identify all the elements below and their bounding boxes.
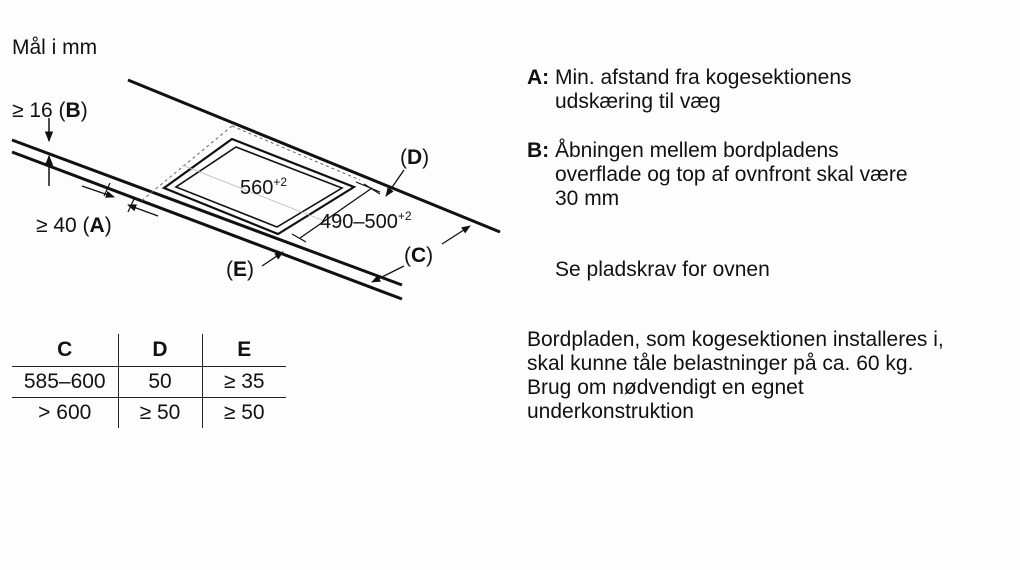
table-row: 585–600 50 ≥ 35	[12, 366, 286, 398]
dim-E-arrow	[261, 251, 284, 267]
dim-C-arrow-top	[441, 225, 471, 245]
cutout-projection-line	[231, 125, 361, 181]
dim-A-tick	[103, 182, 111, 197]
dim-D-leader	[385, 169, 405, 197]
table-cell: ≥ 50	[117, 397, 202, 428]
table-row: > 600 ≥ 50 ≥ 50	[12, 397, 286, 428]
table-cell: ≥ 35	[201, 366, 286, 398]
worktop-front-edge-top	[11, 138, 403, 287]
dim-A-tick	[127, 198, 135, 213]
cutout-projection-line	[139, 125, 233, 203]
legend-item-A: A: Min. afstand fra kogesektionens udskæ…	[527, 66, 852, 114]
table-cell: ≥ 50	[201, 397, 286, 428]
table-cell: > 600	[12, 397, 118, 428]
oven-note: Se pladskrav for ovnen	[555, 258, 770, 281]
cutout-inline	[174, 146, 344, 228]
legend-text: Åbningen mellem bordpladens overflade og…	[555, 139, 908, 210]
dim-depth-tick	[291, 233, 307, 243]
clearance-table: C D E 585–600 50 ≥ 35 > 600 ≥ 50 ≥ 50	[12, 334, 286, 428]
table-header-row: C D E	[12, 334, 286, 367]
depth-dimension-label: 490–500+2	[320, 209, 412, 233]
cutout-outline	[161, 137, 357, 236]
dim-A-arrow-right	[127, 204, 159, 217]
table-cell: 50	[117, 366, 202, 398]
dim-depth-tick	[363, 183, 381, 195]
table-cell: 585–600	[12, 366, 118, 398]
worktop-back-edge	[127, 78, 501, 234]
label-B: ≥ 16 (B)	[12, 99, 88, 122]
width-dimension-label: 560+2	[240, 175, 287, 199]
worktop-front-edge-bottom	[11, 150, 403, 301]
table-header: D	[117, 334, 202, 367]
table-header: C	[57, 338, 73, 361]
installation-diagram: ≥ 16 (B) ≥ 40 (A) (D) (C) (E) 560+2 490–…	[11, 78, 501, 301]
legend-key: A:	[527, 66, 550, 89]
legend-key: B:	[527, 139, 550, 162]
dim-C-arrow-bottom	[371, 265, 405, 283]
dim-A-arrow-left	[81, 185, 115, 198]
label-C: (C)	[404, 244, 433, 267]
label-A: ≥ 40 (A)	[36, 214, 112, 237]
legend-item-B: B: Åbningen mellem bordpladens overflade…	[527, 139, 908, 211]
label-E: (E)	[226, 258, 254, 281]
worktop-note: Bordpladen, som kogesektionen installere…	[527, 328, 944, 423]
dim-width-line	[181, 164, 323, 221]
table-header: E	[201, 334, 286, 367]
label-D: (D)	[400, 146, 429, 169]
unit-label: Mål i mm	[12, 36, 98, 59]
legend-text: Min. afstand fra kogesektionens udskærin…	[555, 66, 852, 113]
dim-depth-line	[299, 187, 373, 239]
